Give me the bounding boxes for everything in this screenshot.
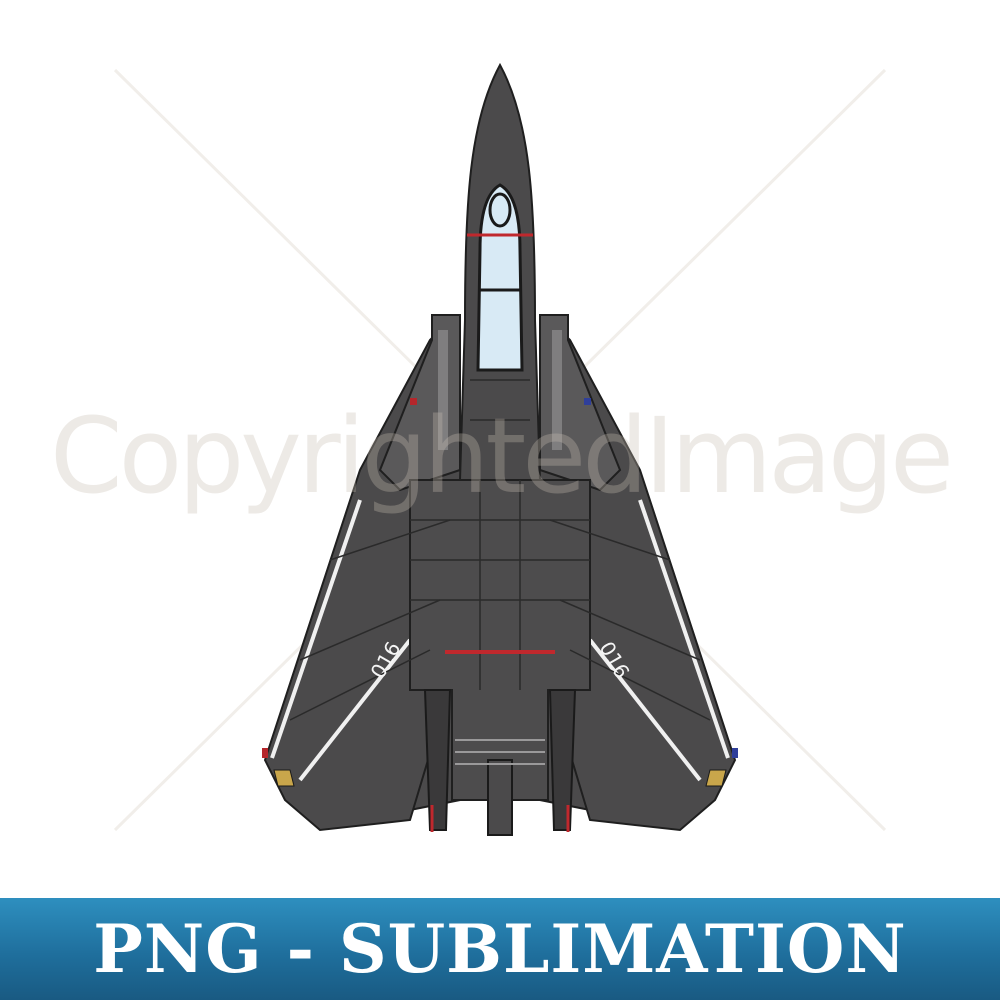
fighter-jet-illustration: 016 016 xyxy=(113,62,887,836)
tail-hook xyxy=(487,759,513,836)
nozzle-red-tips xyxy=(430,805,570,832)
panel-lines xyxy=(289,379,711,721)
banner-label: PNG - SUBLIMATION xyxy=(93,910,907,988)
wing-tip-red xyxy=(262,748,268,758)
sublimation-banner: PNG - SUBLIMATION xyxy=(0,898,1000,1000)
exhaust-grille xyxy=(455,739,545,765)
wing-tip-blue xyxy=(732,748,738,758)
wing-emblems xyxy=(273,769,727,787)
artwork: 016 016 CopyrightedImage xyxy=(50,62,954,836)
wing-leading-edges xyxy=(270,499,730,782)
glove-marker-blue xyxy=(584,398,591,405)
glove-light-strips xyxy=(438,330,562,450)
glove-marker-red xyxy=(410,398,417,405)
engine-nozzles xyxy=(423,689,577,831)
canopy xyxy=(476,183,524,372)
canopy-headrest xyxy=(488,192,512,228)
